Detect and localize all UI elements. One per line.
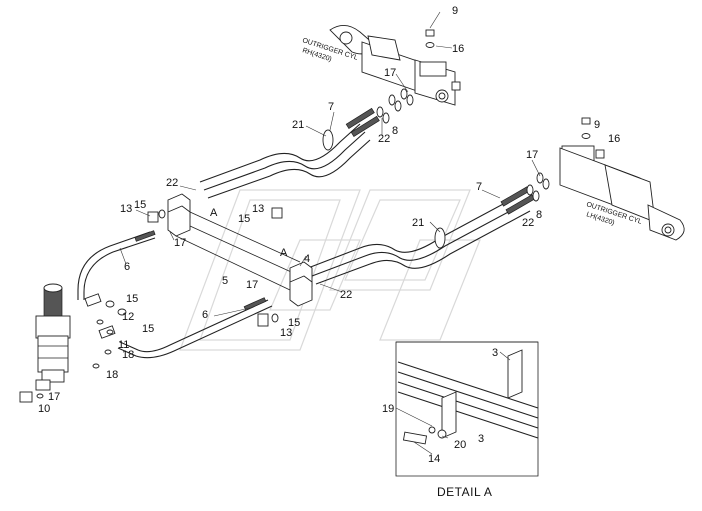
callout-15-jack-1: 15 — [126, 293, 138, 305]
callout-15-upper: 15 — [238, 213, 250, 225]
callout-9-right: 9 — [594, 119, 600, 131]
callout-17-lower: 17 — [246, 279, 258, 291]
callout-22-top: 22 — [378, 133, 390, 145]
callout-16-top: 16 — [452, 43, 464, 55]
callout-22-right: 22 — [522, 217, 534, 229]
callout-17-right: 17 — [526, 149, 538, 161]
callout-7-top: 7 — [328, 101, 334, 113]
callout-5: 5 — [222, 275, 228, 287]
callout-13-lower: 13 — [280, 327, 292, 339]
view-mark-a-2: A — [280, 247, 288, 259]
valve-block-left — [147, 193, 301, 291]
fittings-rh — [376, 88, 414, 124]
hose-6-upper — [77, 230, 156, 300]
callout-15-mid: 15 — [134, 199, 146, 211]
callout-18-lower: 18 — [106, 369, 118, 381]
detail-a-box — [395, 341, 539, 477]
callout-6-upper: 6 — [124, 261, 130, 273]
callout-3-upper: 3 — [492, 347, 498, 359]
callout-17-top: 17 — [384, 67, 396, 79]
callout-19: 19 — [382, 403, 394, 415]
small-fittings-jack — [19, 300, 127, 403]
callout-13-mid: 13 — [120, 203, 132, 215]
hose-6-lower — [117, 297, 273, 359]
jack-cylinder — [35, 283, 116, 391]
callout-21-right: 21 — [412, 217, 424, 229]
callout-15-jack-2: 15 — [142, 323, 154, 335]
callout-9-top: 9 — [452, 5, 458, 17]
callout-12: 12 — [122, 311, 134, 323]
watermark-logo — [179, 189, 481, 351]
callout-14: 14 — [428, 453, 440, 465]
callout-13-upper: 13 — [252, 203, 264, 215]
callout-17-jack: 17 — [48, 391, 60, 403]
callout-6-lower: 6 — [202, 309, 208, 321]
callout-8-top: 8 — [392, 125, 398, 137]
fittings-lh — [526, 172, 550, 202]
callout-7-right: 7 — [476, 181, 482, 193]
callout-21-top: 21 — [292, 119, 304, 131]
callout-16-right: 16 — [608, 133, 620, 145]
leader-lines — [119, 11, 541, 455]
callout-18-upper: 18 — [122, 349, 134, 361]
detail-a-title: DETAIL A — [437, 485, 492, 499]
callout-22-lower: 22 — [340, 289, 352, 301]
callout-15-lower: 15 — [288, 317, 300, 329]
callout-22-mid: 22 — [166, 177, 178, 189]
callout-4: 4 — [304, 253, 310, 265]
hose-pair-7-lower — [307, 186, 535, 285]
bolt-9-top — [425, 29, 435, 48]
outrigger-cylinder-lh — [559, 145, 685, 241]
callout-20: 20 — [454, 439, 466, 451]
valve-block-right — [257, 207, 313, 327]
callout-3-lower: 3 — [478, 433, 484, 445]
callout-11: 11 — [118, 339, 129, 351]
outrigger-cylinder-rh — [329, 25, 461, 106]
callout-17-mid: 17 — [174, 237, 186, 249]
callout-8-right: 8 — [536, 209, 542, 221]
hose-pair-7-upper — [199, 107, 380, 199]
callout-10: 10 — [38, 403, 50, 415]
view-mark-a-1: A — [210, 207, 218, 219]
bolt-9-right — [581, 117, 591, 139]
